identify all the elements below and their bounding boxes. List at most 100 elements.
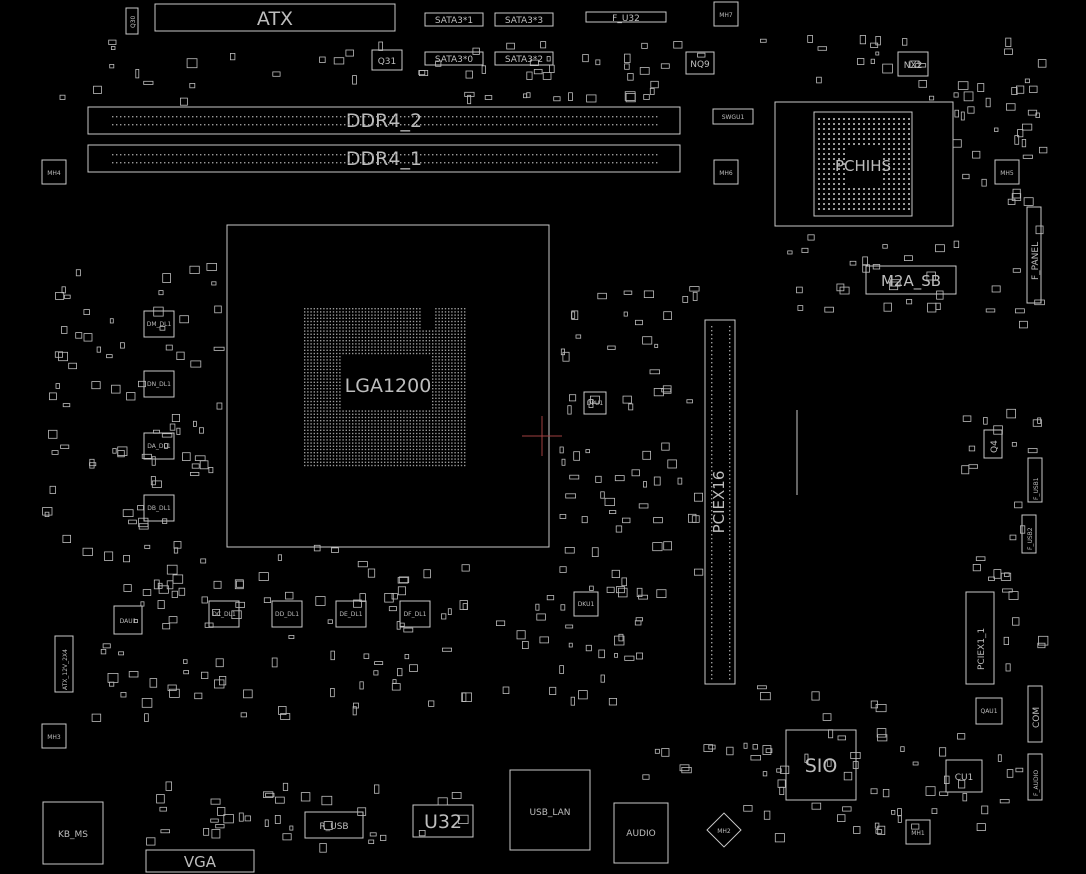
lga-pin xyxy=(438,461,440,463)
q4-label: Q4 xyxy=(990,440,1000,453)
pch-ball xyxy=(833,143,835,145)
lga-pin xyxy=(304,413,306,415)
lga-pin xyxy=(393,317,395,319)
dimm-pin xyxy=(196,154,198,156)
lga-pin xyxy=(432,464,434,467)
pcie-pin xyxy=(729,326,731,328)
dimm-pin xyxy=(564,162,566,164)
lga-pin xyxy=(355,314,357,316)
lga-pin xyxy=(380,458,383,460)
passive-pad xyxy=(140,601,145,607)
dimm-pin xyxy=(328,162,330,164)
dimm-pin xyxy=(512,162,514,164)
lga-pin xyxy=(396,429,399,431)
lga-pin xyxy=(348,333,351,335)
lga-pin xyxy=(457,340,459,342)
passive-pad xyxy=(151,480,162,488)
dimm-pin xyxy=(444,116,446,118)
passive-pad xyxy=(357,807,367,816)
dimm-pin xyxy=(448,154,450,156)
lga-pin xyxy=(361,410,363,412)
passive-pad xyxy=(962,173,970,180)
passive-pad xyxy=(165,781,172,791)
lga-pin xyxy=(393,343,395,345)
pch-ball xyxy=(838,193,840,195)
pcie-pin xyxy=(729,494,731,496)
lga-pin xyxy=(422,352,424,355)
lga-label: LGA1200 xyxy=(345,375,432,397)
passive-pad xyxy=(472,47,480,55)
lga-pin xyxy=(441,455,443,457)
dimm-pin xyxy=(384,116,386,118)
lga-pin xyxy=(345,314,347,316)
passive-pad xyxy=(198,427,204,434)
lga-pin xyxy=(451,400,453,403)
lga-pin xyxy=(336,391,338,393)
dimm-pin xyxy=(120,116,122,118)
dimm-pin xyxy=(192,124,194,126)
lga-pin xyxy=(416,346,418,348)
lga-pin xyxy=(310,365,312,367)
lga-pin xyxy=(358,311,360,313)
pcie-pin xyxy=(711,390,713,392)
passive-pad xyxy=(926,271,936,281)
pch-ball xyxy=(878,133,880,135)
passive-pad xyxy=(123,555,130,563)
lga-pin xyxy=(310,352,312,355)
lga-pin xyxy=(419,333,421,335)
lga-pin xyxy=(326,448,328,451)
lga-pin xyxy=(396,448,399,451)
dimm-pin xyxy=(220,162,222,164)
lga-pin xyxy=(425,461,427,463)
pcie-pin xyxy=(711,450,713,452)
lga-pin xyxy=(316,416,319,419)
dimm-pin xyxy=(308,124,310,126)
pcie-pin xyxy=(711,614,713,616)
lga-pin xyxy=(393,416,395,419)
passive-pad xyxy=(330,688,335,698)
lga-pin xyxy=(412,455,415,457)
pcie-pin xyxy=(711,558,713,560)
lga-pin xyxy=(345,436,347,438)
pch-ball xyxy=(838,173,840,175)
lga-pin xyxy=(390,458,392,460)
dimm-pin xyxy=(392,124,394,126)
lga-pin xyxy=(336,432,338,435)
passive-pad xyxy=(58,351,68,362)
lga-pin xyxy=(454,452,456,454)
lga-pin xyxy=(361,333,363,335)
passive-pad xyxy=(993,569,1002,579)
lga-pin xyxy=(352,423,354,425)
db-dl1-label: DB_DL1 xyxy=(147,505,171,512)
pch-ball xyxy=(833,148,835,150)
passive-pad xyxy=(189,471,200,476)
lga-pin xyxy=(460,365,463,367)
passive-pad xyxy=(502,686,510,694)
lga-pin xyxy=(412,445,415,447)
lga-pin xyxy=(400,349,402,351)
dimm-pin xyxy=(416,124,418,126)
lga-pin xyxy=(428,423,431,425)
lga-pin xyxy=(464,368,466,371)
lga-pin xyxy=(451,333,453,335)
lga-pin xyxy=(361,413,363,415)
lga-pin xyxy=(409,333,411,335)
passive-pad xyxy=(379,834,387,841)
lga-pin xyxy=(454,426,456,428)
dimm-pin xyxy=(116,124,118,126)
passive-pad xyxy=(635,319,643,326)
passive-pad xyxy=(652,542,663,552)
lga-pin xyxy=(448,320,450,323)
dimm-pin xyxy=(480,154,482,156)
lga-pin xyxy=(304,349,306,351)
lga-pin xyxy=(380,349,383,351)
passive-pad xyxy=(150,476,156,486)
lga-pin xyxy=(339,410,341,412)
lga-pin xyxy=(358,442,360,444)
lga-pin xyxy=(451,340,453,342)
lga-pin xyxy=(348,436,351,438)
lga-pin xyxy=(371,423,373,425)
dimm-pin xyxy=(356,162,358,164)
f-audio-label: F_AUDIO xyxy=(1033,770,1040,796)
lga-pin xyxy=(355,455,357,457)
